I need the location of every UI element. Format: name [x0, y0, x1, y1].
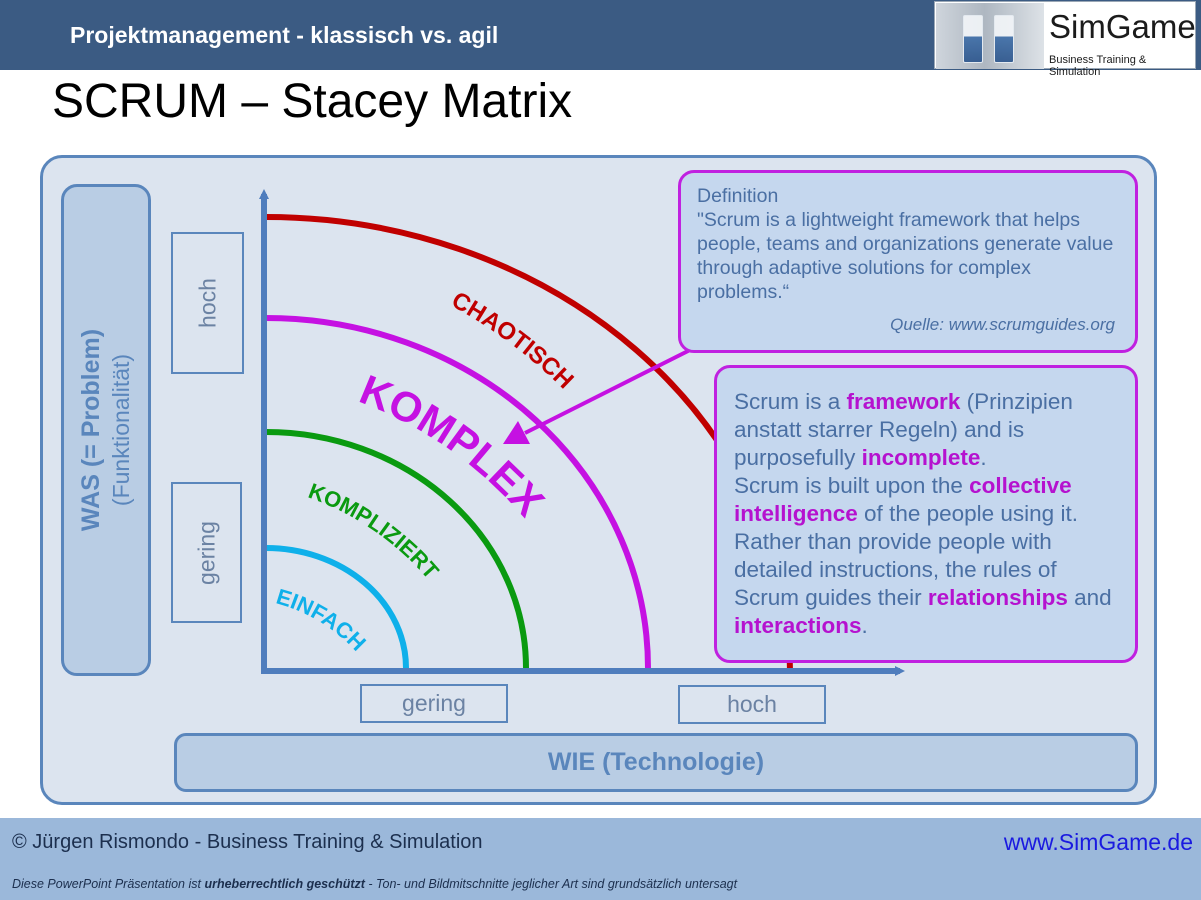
zone-label-einfach: EINFACH [274, 584, 371, 656]
definition-quote: "Scrum is a lightweight framework that h… [697, 209, 1114, 303]
footer-copyright-note: Diese PowerPoint Präsentation ist urhebe… [12, 877, 738, 891]
definition-title: Definition [697, 185, 779, 207]
definition-arrow [524, 348, 691, 435]
definition-box: Definition "Scrum is a lightweight frame… [678, 170, 1138, 353]
x-label-high: hoch [678, 685, 826, 724]
highlight-framework: framework [846, 389, 961, 414]
y-label-high: hoch [171, 232, 244, 374]
scrum-explanation-box: Scrum is a framework (Prinzipien anstatt… [714, 365, 1138, 663]
logo-name: SimGame [1049, 8, 1196, 45]
page-title: SCRUM – Stacey Matrix [52, 75, 573, 128]
logo-tagline: Business Training & Simulation [1049, 54, 1147, 78]
definition-arrow-head [503, 421, 530, 444]
logo-glasses-image [936, 3, 1044, 69]
glass-icon [963, 15, 983, 63]
arc-kompliziert [265, 429, 529, 669]
zone-label-chaotisch: CHAOTISCH [447, 287, 579, 395]
x-label-low: gering [360, 684, 508, 723]
footer-bar [0, 818, 1201, 900]
footer-website-link[interactable]: www.SimGame.de [1003, 829, 1193, 855]
x-axis-title: WIE (Technologie) [174, 733, 1138, 792]
highlight-collective-intelligence: collective intelligence [734, 473, 1072, 526]
arc-einfach [265, 545, 409, 669]
header-title: Projektmanagement - klassisch vs. agil [70, 22, 499, 48]
y-label-low: gering [171, 482, 242, 623]
arc-komplex [265, 315, 651, 669]
y-axis-title-box [61, 184, 151, 676]
highlight-interactions: interactions [734, 613, 862, 638]
definition-source: Quelle: www.scrumguides.org [890, 315, 1115, 334]
zone-label-kompliziert: KOMPLIZIERT [305, 478, 444, 584]
glass-icon [994, 15, 1014, 63]
highlight-incomplete: incomplete [861, 445, 981, 470]
simgame-logo: SimGame Business Training & Simulation [934, 1, 1196, 78]
footer-copyright: © Jürgen Rismondo - Business Training & … [12, 831, 483, 853]
highlight-relationships: relationships [927, 585, 1068, 610]
